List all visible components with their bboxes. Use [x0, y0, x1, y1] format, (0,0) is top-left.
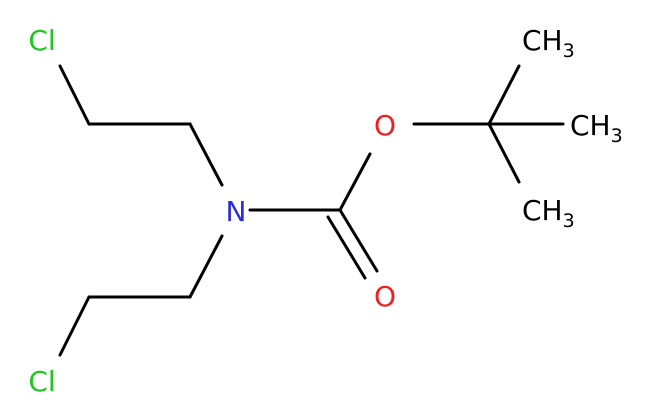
bond-co-double-a — [338, 208, 379, 273]
bond-c4-cl — [58, 295, 91, 357]
bond-c-methyl-bottom — [487, 122, 521, 184]
bond-carbonyl-c-o-ester — [338, 152, 372, 212]
methyl-top-sub: 3 — [563, 40, 575, 62]
methyl-top-main: CH — [522, 24, 563, 57]
bond-c-methyl-top — [487, 64, 521, 126]
methyl-label-right: CH3 — [570, 109, 623, 147]
bond-cl-c1 — [58, 64, 91, 126]
methyl-right-main: CH — [570, 109, 611, 142]
methyl-bottom-main: CH — [522, 194, 563, 227]
bond-co-double-b — [326, 215, 367, 280]
bond-c2-n — [188, 122, 224, 187]
atom-oxygen-ester: O — [374, 109, 396, 142]
atom-chlorine-bottom: Cl — [28, 365, 55, 398]
atom-chlorine-top: Cl — [28, 24, 55, 57]
atom-oxygen-carbonyl: O — [374, 280, 396, 313]
methyl-bottom-sub: 3 — [563, 210, 575, 232]
bond-n-c3 — [188, 234, 224, 299]
methyl-right-sub: 3 — [611, 125, 623, 147]
methyl-label-top: CH3 — [522, 24, 575, 62]
methyl-label-bottom: CH3 — [522, 194, 575, 232]
atom-nitrogen: N — [226, 195, 247, 228]
